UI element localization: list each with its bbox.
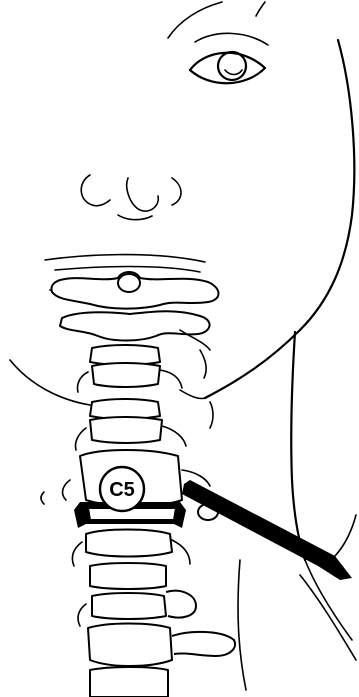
face-outline: [10, 2, 356, 690]
vertebra-c1: [51, 272, 218, 309]
nose-icon: [81, 175, 181, 220]
c5-label-badge: C5: [100, 467, 144, 511]
vertebra-c4: [75, 399, 186, 450]
vertebra-c6: [72, 530, 190, 590]
vertebra-c2: [60, 311, 210, 350]
eye-icon: [190, 33, 268, 83]
needle-probe: [182, 480, 356, 580]
c5-label: C5: [109, 479, 135, 501]
vertebra-c3: [77, 345, 182, 392]
vertebra-c7: [78, 591, 235, 697]
